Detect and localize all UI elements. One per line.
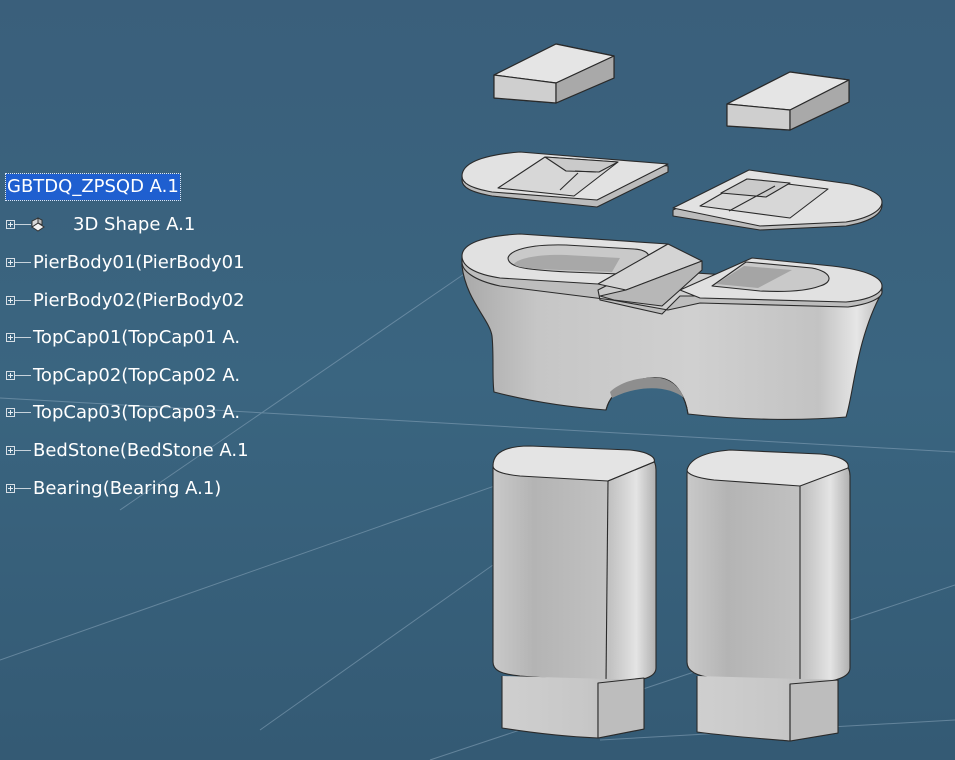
pierbody-cap — [461, 233, 883, 420]
tree-node-pierbody01[interactable]: PierBody01(PierBody01 — [0, 249, 262, 277]
bedstone-right — [726, 71, 850, 131]
pierbody-right — [686, 449, 851, 742]
tree-node-label: TopCap03(TopCap03 A. — [33, 402, 241, 423]
tree-node-pierbody02[interactable]: PierBody02(PierBody02 — [0, 287, 262, 315]
3d-shape-icon — [31, 217, 45, 232]
tree-node-topcap03[interactable]: TopCap03(TopCap03 A. — [0, 399, 262, 427]
tree-node-topcap02[interactable]: TopCap02(TopCap02 A. — [0, 362, 262, 390]
expand-plus-icon[interactable] — [6, 446, 15, 455]
topcap-left — [461, 151, 669, 208]
expand-plus-icon[interactable] — [6, 258, 15, 267]
tree-connector-line — [15, 262, 31, 263]
tree-node-label: TopCap01(TopCap01 A. — [33, 327, 241, 348]
tree-root-node[interactable]: GBTDQ_ZPSQD A.1 — [5, 173, 181, 201]
tree-node-label: TopCap02(TopCap02 A. — [33, 365, 241, 386]
tree-node-label: Bearing(Bearing A.1) — [33, 478, 222, 499]
tree-connector-line — [15, 300, 31, 301]
expand-plus-icon[interactable] — [6, 484, 15, 493]
tree-connector-line — [15, 412, 31, 413]
tree-node-label: BedStone(BedStone A.1 — [33, 440, 249, 461]
expand-plus-icon[interactable] — [6, 333, 15, 342]
expand-plus-icon[interactable] — [6, 220, 15, 229]
expand-plus-icon[interactable] — [6, 296, 15, 305]
tree-node-3d-shape[interactable]: 3D Shape A.1 — [0, 211, 262, 239]
topcap-right — [672, 169, 883, 231]
expand-plus-icon[interactable] — [6, 371, 15, 380]
tree-connector-line — [15, 375, 31, 376]
tree-connector-line — [15, 488, 31, 489]
tree-node-label: PierBody02(PierBody02 — [33, 290, 245, 311]
tree-node-label: PierBody01(PierBody01 — [33, 252, 245, 273]
tree-connector-line — [15, 337, 31, 338]
tree-connector-line — [15, 224, 31, 225]
pierbody-left — [492, 445, 657, 739]
tree-node-label: 3D Shape A.1 — [73, 214, 196, 235]
tree-node-bearing[interactable]: Bearing(Bearing A.1) — [0, 475, 262, 503]
tree-connector-line — [15, 450, 31, 451]
tree-node-topcap01[interactable]: TopCap01(TopCap01 A. — [0, 324, 262, 352]
bedstone-left — [493, 43, 615, 104]
expand-plus-icon[interactable] — [6, 408, 15, 417]
tree-node-bedstone[interactable]: BedStone(BedStone A.1 — [0, 437, 262, 465]
